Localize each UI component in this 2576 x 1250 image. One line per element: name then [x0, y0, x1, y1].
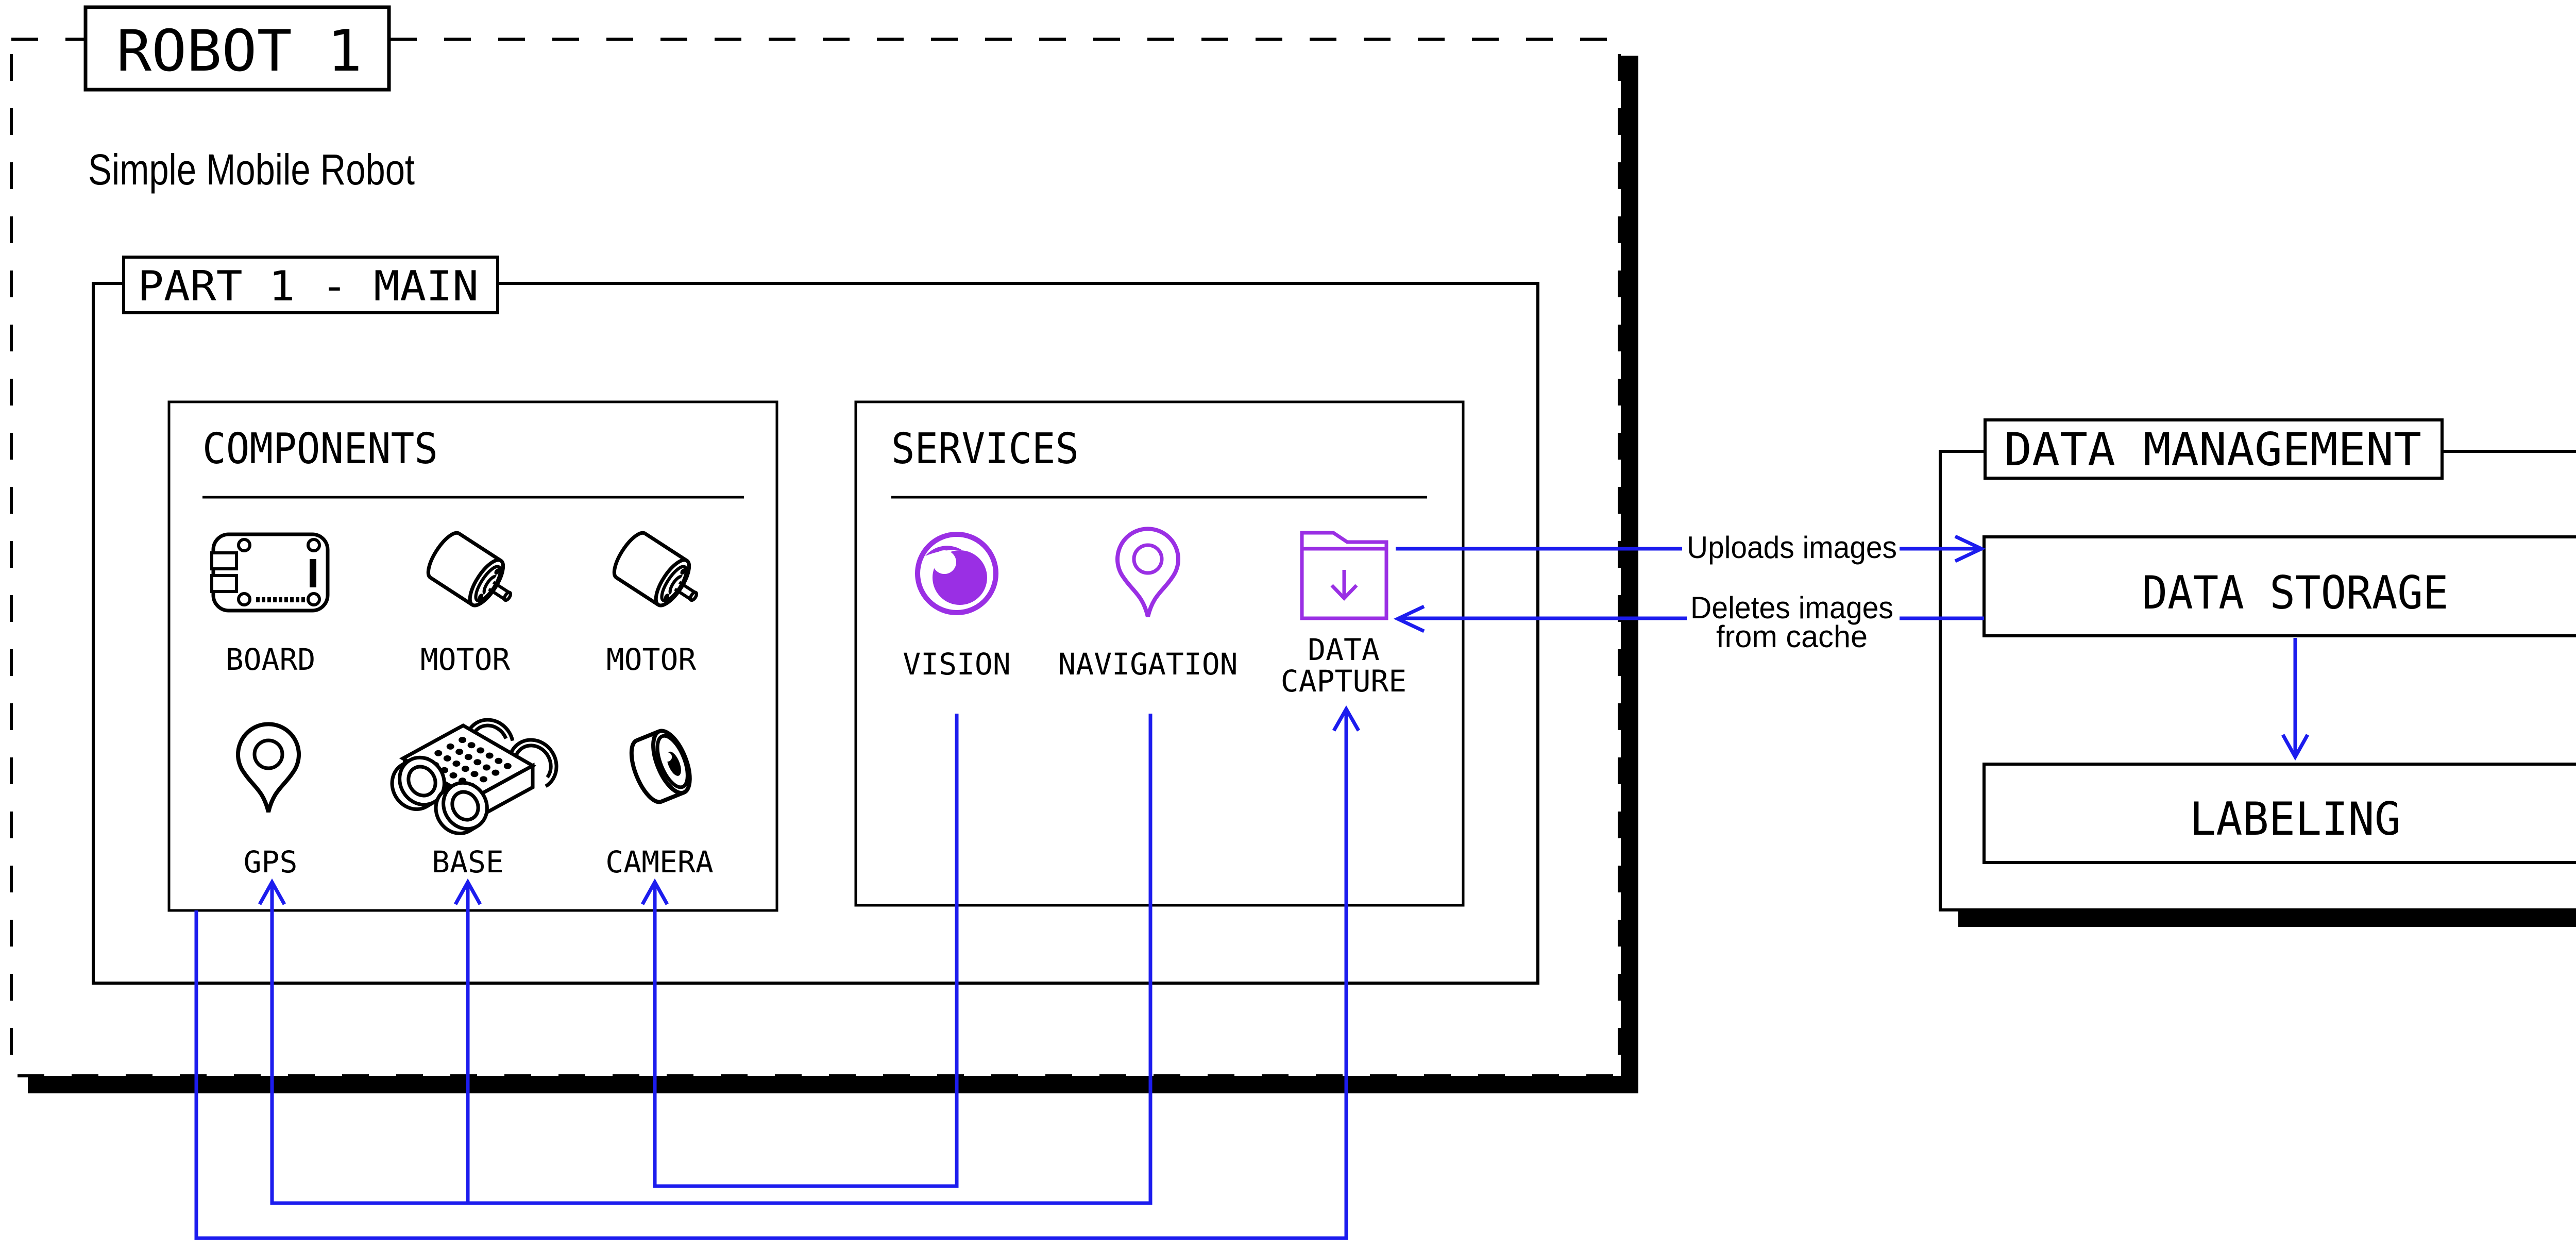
service-label: DATA — [1308, 632, 1380, 667]
robot-group: ROBOT 1 Simple Mobile Robot — [10, 5, 1638, 1093]
data-storage-label: DATA STORAGE — [2142, 566, 2449, 619]
arrowhead-up-base — [453, 878, 482, 905]
services-box — [854, 400, 1465, 907]
component-label: CAMERA — [605, 844, 714, 880]
arrowhead-up-gps — [258, 878, 286, 905]
edge-vision-to-camera — [653, 714, 959, 1188]
robot-subtitle: Simple Mobile Robot — [88, 145, 415, 194]
components-box — [167, 400, 778, 912]
labeling-label: LABELING — [2190, 792, 2401, 846]
folder-download-icon — [1300, 531, 1388, 620]
part-box — [92, 282, 1539, 985]
motor-icon — [426, 531, 513, 607]
components-title: COMPONENTS — [202, 425, 438, 474]
arrowhead-down-labeling — [2281, 734, 2310, 761]
components-card: COMPONENTS BOARD — [167, 400, 778, 912]
edge-navigation-to-gps — [270, 714, 1153, 1205]
eye-icon — [915, 532, 998, 615]
component-label: MOTOR — [420, 642, 511, 677]
services-card: SERVICES VISION NAVIGATION DATA CAPTURE — [854, 400, 1465, 907]
robot-title-box — [83, 5, 391, 92]
component-label: BASE — [432, 844, 504, 880]
data-management-title-box — [1984, 418, 2444, 480]
robot-dashed-border — [10, 38, 1621, 1077]
part-group: PART 1 - MAIN — [92, 256, 1539, 985]
robot-title: ROBOT 1 — [116, 18, 362, 85]
arrowhead-up-datacapture — [1332, 705, 1361, 732]
deletes-label-line2: from cache — [1716, 619, 1868, 654]
component-label: MOTOR — [606, 642, 697, 677]
robot-shadow-bottom — [28, 1076, 1638, 1093]
arrowhead-right-storage — [1954, 534, 1986, 563]
service-label: CAPTURE — [1281, 664, 1406, 699]
map-pin-icon — [236, 722, 301, 813]
robot-shadow-right — [1621, 56, 1638, 1093]
labeling-box — [1982, 763, 2576, 864]
uploads-label: Uploads images — [1687, 530, 1897, 565]
motor-icon — [612, 531, 699, 607]
data-storage-box — [1982, 535, 2576, 637]
component-label: GPS — [244, 844, 298, 880]
part-title: PART 1 - MAIN — [138, 262, 479, 310]
connectors — [194, 534, 2310, 1240]
connector-labels: Uploads images Deletes images from cache… — [1687, 530, 1897, 654]
edge-components-to-datacapture — [194, 708, 1348, 1240]
deletes-label-line1: Deletes images — [1690, 590, 1893, 625]
arrowhead-up-camera — [640, 878, 669, 905]
data-management-card: DATA MANAGEMENT DATA STORAGE LABELING — [1939, 418, 2576, 927]
location-pin-icon — [1115, 527, 1180, 617]
data-management-title: DATA MANAGEMENT — [2004, 423, 2421, 476]
services-title: SERVICES — [891, 425, 1079, 474]
arrowhead-left-datacapture — [1393, 604, 1425, 633]
service-label: VISION — [903, 647, 1011, 682]
component-label: BOARD — [226, 642, 316, 677]
circuit-board-icon — [210, 532, 330, 613]
rover-base-icon — [390, 718, 558, 835]
part-title-box — [122, 256, 499, 314]
service-label: NAVIGATION — [1058, 647, 1238, 682]
camera-lens-icon — [629, 729, 692, 804]
